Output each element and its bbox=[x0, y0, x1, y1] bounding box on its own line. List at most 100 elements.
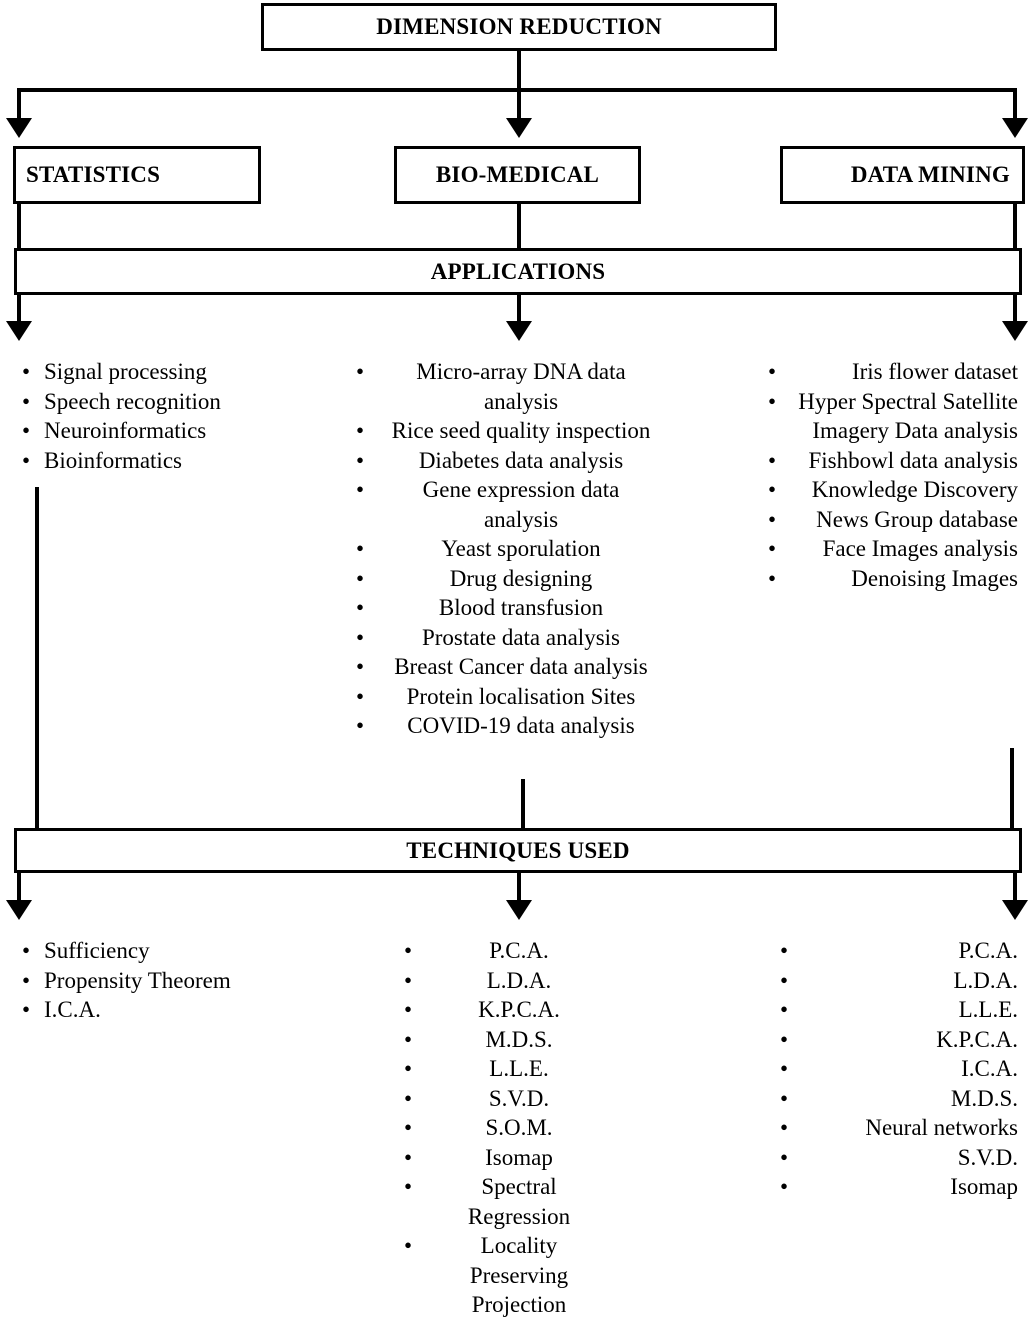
bullet-icon: • bbox=[768, 359, 777, 384]
node-data-mining-label: DATA MINING bbox=[850, 162, 1010, 187]
bullet-icon: • bbox=[768, 388, 777, 414]
list-item: • Blood transfusion bbox=[356, 593, 656, 623]
band-applications: APPLICATIONS bbox=[14, 248, 1022, 295]
list-item-label: S.V.D. bbox=[488, 1085, 550, 1111]
connector-datamining-list-to-techniques bbox=[1010, 748, 1014, 830]
list-item: •Spectral Regression bbox=[404, 1172, 604, 1231]
list-item-label: M.D.S. bbox=[485, 1026, 553, 1052]
list-item: •L.D.A. bbox=[780, 966, 1018, 996]
list-item: • Isomap bbox=[780, 1172, 1018, 1202]
bullet-icon: • bbox=[22, 938, 31, 963]
list-item: • S.V.D. bbox=[404, 1084, 604, 1114]
list-item-label: Fishbowl data analysis bbox=[808, 447, 1018, 473]
list-item: • Iris flower dataset bbox=[768, 357, 1018, 387]
arrowhead-root-to-datamining bbox=[1002, 118, 1028, 138]
list-item-label: Neural networks bbox=[865, 1115, 1018, 1140]
list-techniques-statistics: • Sufficiency•Propensity Theorem • I.C.A. bbox=[22, 936, 322, 1025]
connector-techniques-to-datamining-list bbox=[1013, 873, 1017, 902]
bullet-icon: • bbox=[22, 418, 31, 443]
bullet-icon: • bbox=[780, 1174, 789, 1199]
bullet-icon: • bbox=[768, 565, 777, 591]
list-item: • M.D.S. bbox=[780, 1084, 1018, 1114]
list-item-label: Isomap bbox=[950, 1174, 1018, 1199]
list-item-label: Face Images analysis bbox=[822, 536, 1018, 561]
list-item-label: Bioinformatics bbox=[44, 447, 182, 473]
list-item: •COVID-19 data analysis bbox=[356, 711, 656, 741]
list-item-label: I.C.A. bbox=[961, 1056, 1018, 1081]
list-item: • K.P.C.A. bbox=[404, 995, 604, 1025]
list-item: • Micro-array DNA data analysis bbox=[356, 357, 656, 416]
connector-applications-to-statistics-list bbox=[17, 295, 21, 323]
list-item: •Isomap bbox=[404, 1143, 604, 1173]
list-item-label: Breast Cancer data analysis bbox=[394, 654, 648, 679]
node-bio-medical: BIO-MEDICAL bbox=[394, 146, 641, 204]
arrowhead-root-to-statistics bbox=[6, 118, 32, 138]
bullet-icon: • bbox=[356, 359, 365, 384]
list-item-label: L.L.E. bbox=[489, 1056, 549, 1081]
list-item-label: M.D.S. bbox=[950, 1085, 1018, 1111]
band-applications-label: APPLICATIONS bbox=[430, 258, 606, 284]
list-item: •Neural networks bbox=[780, 1113, 1018, 1143]
list-item-label: K.P.C.A. bbox=[478, 997, 560, 1022]
node-statistics: STATISTICS bbox=[13, 146, 261, 204]
list-item-label: Iris flower dataset bbox=[851, 359, 1018, 384]
list-item-label: L.L.E. bbox=[958, 997, 1018, 1022]
list-applications-bio-medical: • Micro-array DNA data analysis • Rice seed… bbox=[356, 357, 656, 741]
bullet-icon: • bbox=[404, 1026, 413, 1052]
bullet-icon: • bbox=[356, 595, 365, 620]
bullet-icon: • bbox=[404, 1174, 413, 1199]
bullet-icon: • bbox=[768, 477, 777, 502]
list-item: • L.L.E. bbox=[780, 995, 1018, 1025]
list-item: •L.L.E. bbox=[404, 1054, 604, 1084]
bullet-icon: • bbox=[356, 418, 365, 443]
list-item-label: Signal processing bbox=[44, 359, 207, 384]
connector-root-to-statistics bbox=[17, 88, 21, 118]
list-item-label: P.C.A. bbox=[958, 938, 1018, 963]
list-item-label: Hyper Spectral Satellite Imagery Data an… bbox=[798, 388, 1018, 444]
connector-applications-to-datamining-list bbox=[1013, 295, 1017, 323]
list-item-label: Blood transfusion bbox=[438, 595, 604, 620]
list-item-label: K.P.C.A. bbox=[936, 1026, 1018, 1052]
list-item: •Knowledge Discovery bbox=[768, 475, 1018, 505]
bullet-icon: • bbox=[780, 997, 789, 1022]
list-item: •Signal processing bbox=[22, 357, 322, 387]
connector-datamining-to-applications bbox=[1013, 204, 1017, 250]
bullet-icon: • bbox=[404, 1085, 413, 1111]
list-item: • Hyper Spectral Satellite Imagery Data a… bbox=[768, 387, 1018, 446]
bullet-icon: • bbox=[780, 1056, 789, 1081]
arrowhead-techniques-to-biomedical-list bbox=[506, 900, 532, 920]
list-item: • Prostate data analysis bbox=[356, 623, 656, 653]
list-item-label: Micro-array DNA data analysis bbox=[416, 359, 626, 414]
list-item: •P.C.A. bbox=[404, 936, 604, 966]
list-item-label: Sufficiency bbox=[44, 938, 150, 963]
list-item-label: Prostate data analysis bbox=[421, 624, 620, 650]
list-item: •Face Images analysis bbox=[768, 534, 1018, 564]
list-item-label: L.D.A. bbox=[486, 967, 552, 993]
list-item: •Protein localisation Sites bbox=[356, 682, 656, 712]
list-item: •S.V.D. bbox=[780, 1143, 1018, 1173]
list-item-label: I.C.A. bbox=[44, 997, 101, 1022]
node-dimension-reduction: DIMENSION REDUCTION bbox=[261, 3, 777, 51]
list-techniques-bio-medical: •P.C.A.•L.D.A.•K.P.C.A.•M.D.S.•L.L.E.•S.… bbox=[404, 936, 604, 1320]
bullet-icon: • bbox=[356, 447, 365, 473]
node-bio-medical-label: BIO-MEDICAL bbox=[435, 162, 600, 187]
list-item-label: Speech recognition bbox=[44, 388, 221, 414]
list-item: • Sufficiency bbox=[22, 936, 322, 966]
list-item-label: S.V.D. bbox=[957, 1144, 1018, 1170]
list-techniques-data-mining: •P.C.A.•L.D.A.•L.L.E.•K.P.C.A.•I.C.A.•M.… bbox=[780, 936, 1018, 1202]
bullet-icon: • bbox=[356, 624, 365, 650]
list-item-label: Propensity Theorem bbox=[44, 967, 231, 993]
bullet-icon: • bbox=[404, 997, 413, 1022]
list-item: •Propensity Theorem bbox=[22, 966, 322, 996]
list-item-label: Diabetes data analysis bbox=[418, 447, 624, 473]
bullet-icon: • bbox=[22, 388, 31, 414]
bullet-icon: • bbox=[780, 1085, 789, 1111]
list-item-label: Rice seed quality inspection bbox=[391, 418, 651, 443]
connector-techniques-to-statistics-list bbox=[17, 873, 21, 902]
bullet-icon: • bbox=[768, 447, 777, 473]
list-item: •Locality Preserving Projection bbox=[404, 1231, 604, 1320]
list-item: •Yeast sporulation bbox=[356, 534, 656, 564]
connector-applications-to-biomedical-list bbox=[517, 295, 521, 323]
connector-statistics-to-applications bbox=[17, 204, 21, 250]
